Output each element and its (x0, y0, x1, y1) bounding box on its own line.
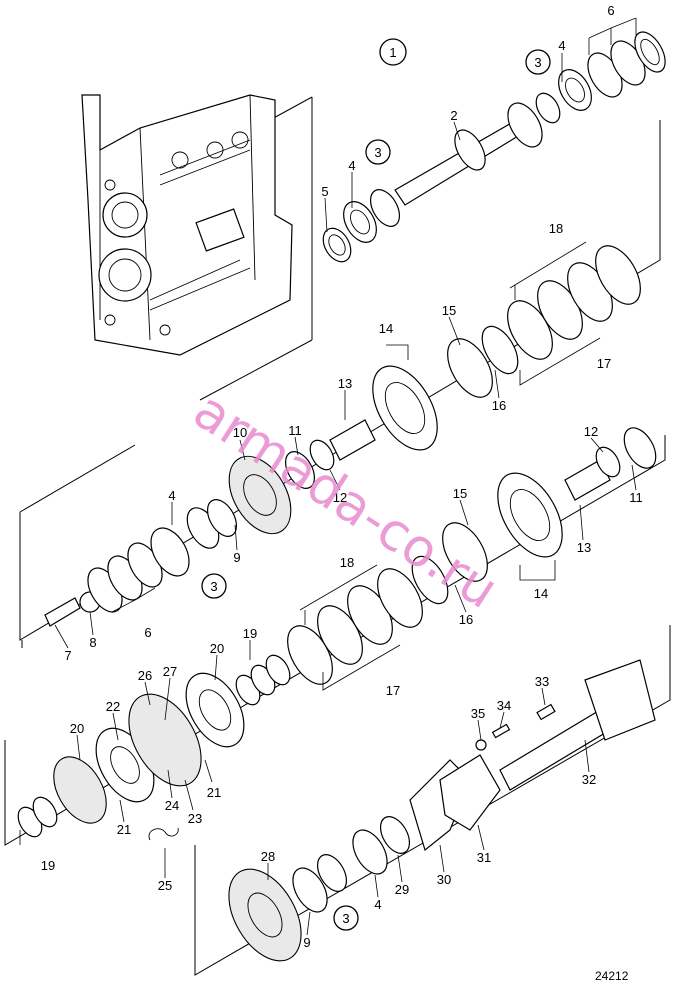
label-20: 20 (210, 641, 224, 656)
callout-3-a: 3 (525, 49, 551, 75)
label-11: 11 (288, 423, 302, 438)
label-27: 27 (163, 664, 177, 679)
label-15: 15 (442, 303, 456, 318)
label-21: 21 (207, 785, 221, 800)
label-29: 29 (395, 882, 409, 897)
label-9b: 9 (303, 935, 310, 950)
svg-text:3: 3 (342, 911, 349, 926)
figure-code: 24212 (595, 969, 629, 983)
label-13: 13 (338, 376, 352, 391)
svg-text:3: 3 (534, 55, 541, 70)
label-4c: 4 (168, 488, 175, 503)
label-14: 14 (379, 321, 393, 336)
label-35: 35 (471, 706, 485, 721)
row3-shaft-assembly (287, 427, 657, 685)
gearbox-housing (81, 94, 293, 356)
callout-1: 1 (379, 38, 407, 66)
label-18: 18 (549, 221, 563, 236)
label-16: 16 (492, 398, 506, 413)
label-14b: 14 (534, 586, 548, 601)
row2-shaft-assembly (44, 245, 641, 627)
label-12b: 12 (584, 424, 598, 439)
label-19b: 19 (41, 858, 55, 873)
svg-text:3: 3 (210, 579, 217, 594)
row1-shaft-assembly (322, 31, 666, 263)
callout-3-d: 3 (333, 905, 359, 931)
label-30: 30 (437, 872, 451, 887)
leader-lines (19, 17, 637, 936)
label-16b: 16 (459, 612, 473, 627)
label-4d: 4 (374, 897, 381, 912)
label-6b: 6 (144, 625, 151, 640)
label-5: 5 (321, 184, 328, 199)
svg-text:1: 1 (389, 45, 396, 60)
callout-3-c: 3 (201, 573, 227, 599)
label-6: 6 (607, 3, 614, 18)
label-28: 28 (261, 849, 275, 864)
circled-callouts: 1 3 3 3 3 (201, 38, 551, 931)
label-2: 2 (450, 108, 457, 123)
label-4b: 4 (348, 158, 355, 173)
label-8: 8 (89, 635, 96, 650)
label-34: 34 (497, 698, 511, 713)
synchronizer-assembly (17, 654, 291, 841)
label-12: 12 (333, 490, 347, 505)
callout-3-b: 3 (365, 139, 391, 165)
label-4: 4 (558, 38, 565, 53)
label-17: 17 (597, 356, 611, 371)
output-shaft-assembly (228, 659, 656, 962)
label-22: 22 (106, 699, 120, 714)
label-7: 7 (64, 648, 71, 663)
label-32: 32 (582, 772, 596, 787)
label-23: 23 (188, 811, 202, 826)
label-18b: 18 (340, 555, 354, 570)
label-33: 33 (535, 674, 549, 689)
label-17b: 17 (386, 683, 400, 698)
part-labels: 2 4 5 6 4 7 8 6 4 9 10 11 12 13 14 15 16… (41, 3, 643, 950)
label-26: 26 (138, 668, 152, 683)
label-11b: 11 (629, 490, 643, 505)
label-21b: 21 (117, 822, 131, 837)
label-31: 31 (477, 850, 491, 865)
label-24: 24 (165, 798, 179, 813)
svg-text:3: 3 (374, 145, 381, 160)
label-9: 9 (233, 550, 240, 565)
label-20b: 20 (70, 721, 84, 736)
label-19: 19 (243, 626, 257, 641)
label-15b: 15 (453, 486, 467, 501)
label-10: 10 (233, 425, 247, 440)
label-25: 25 (158, 878, 172, 893)
label-13b: 13 (577, 540, 591, 555)
